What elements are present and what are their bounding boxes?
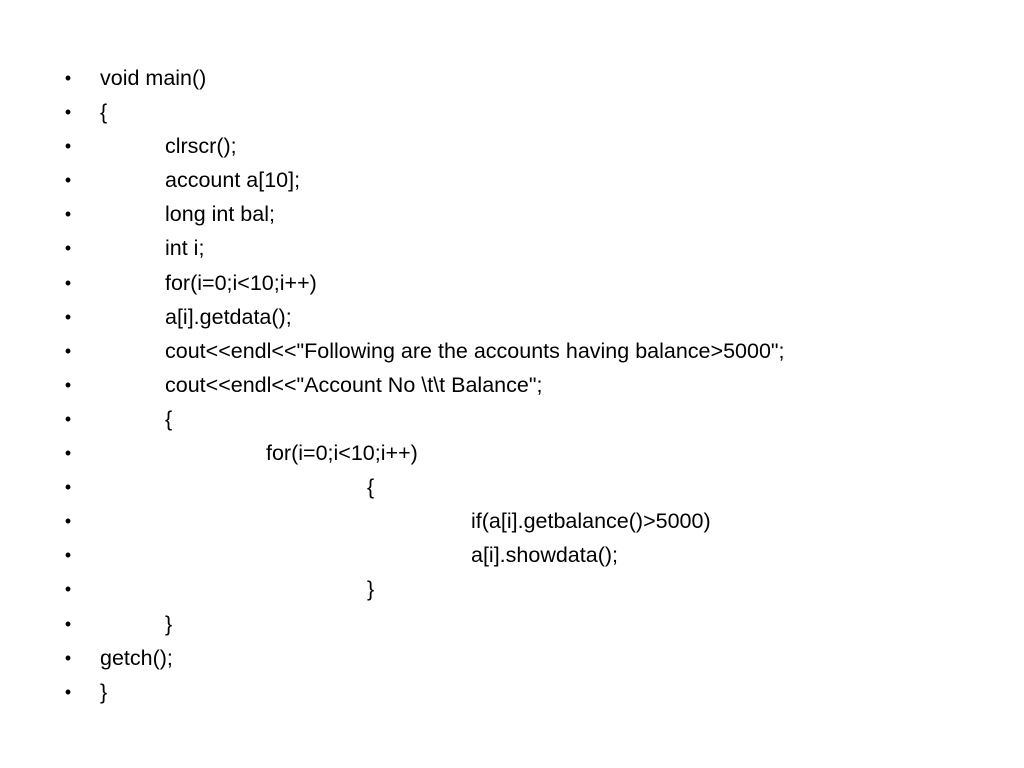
code-line-text: a[i].showdata(); (471, 543, 618, 568)
bullet-icon: • (64, 613, 72, 634)
code-line-text: { (100, 100, 108, 125)
code-line: • a[i].showdata(); (62, 538, 1002, 572)
bullet-icon: • (64, 681, 72, 702)
bullet-icon: • (64, 443, 72, 464)
code-line: •{ (62, 95, 1002, 129)
code-line-text: a[i].getdata(); (165, 304, 292, 329)
bullet-icon: • (64, 272, 72, 293)
code-line: • account a[10]; (62, 163, 1002, 197)
code-line: •{ (62, 402, 1002, 436)
code-line-text: { (367, 475, 375, 500)
code-line-text: clrscr(); (165, 134, 237, 159)
bullet-icon: • (64, 102, 72, 123)
code-line-text: { (165, 406, 173, 431)
code-line-text: for(i=0;i<10;i++) (165, 270, 317, 295)
code-line: • void main() (62, 61, 1002, 95)
code-line-text: } (100, 679, 108, 704)
code-line-text: } (165, 611, 173, 636)
bullet-icon: • (64, 136, 72, 157)
bullet-icon: • (64, 68, 72, 88)
bullet-icon: • (64, 170, 72, 191)
code-line-text: if(a[i].getbalance()>5000) (471, 509, 711, 534)
bullet-icon: • (64, 340, 72, 361)
code-line-text: cout<<endl<<"Following are the accounts … (165, 338, 785, 363)
code-line-text: account a[10]; (165, 168, 301, 193)
bullet-icon: • (64, 306, 72, 327)
bullet-icon: • (64, 408, 72, 429)
code-line: •} (62, 607, 1002, 641)
code-line-text: int i; (165, 236, 205, 261)
code-line-text: for(i=0;i<10;i++) (266, 441, 418, 466)
bullet-icon: • (64, 545, 72, 566)
code-line-text: } (367, 577, 375, 602)
bullet-icon: • (64, 374, 72, 395)
bullet-icon: • (64, 647, 72, 668)
code-line: • a[i].getdata(); (62, 300, 1002, 334)
code-line: •{ (62, 470, 1002, 504)
code-line: • cout<<endl<<"Following are the accounts… (62, 334, 1002, 368)
code-line-text: void main() (100, 66, 207, 90)
code-line: • for(i=0;i<10;i++) (62, 436, 1002, 470)
bullet-icon: • (64, 238, 72, 259)
bullet-icon: • (64, 511, 72, 532)
code-line: • clrscr(); (62, 129, 1002, 163)
code-line: • for(i=0;i<10;i++) (62, 266, 1002, 300)
code-line-text: long int bal; (165, 202, 275, 227)
code-line-text: getch(); (100, 645, 173, 670)
bullet-icon: • (64, 204, 72, 225)
code-line: • cout<<endl<<"Account No \t\t Balance"; (62, 368, 1002, 402)
bullet-icon: • (64, 579, 72, 600)
code-line: • int i; (62, 231, 1002, 265)
code-line-text: cout<<endl<<"Account No \t\t Balance"; (165, 372, 543, 397)
code-line: • getch(); (62, 641, 1002, 675)
code-line: • if(a[i].getbalance()>5000) (62, 504, 1002, 538)
code-line: • long int bal; (62, 197, 1002, 231)
code-line: •} (62, 675, 1002, 709)
code-line: •} (62, 572, 1002, 606)
bullet-icon: • (64, 477, 72, 498)
code-bullet-list: •void main()•{•clrscr();•account a[10];•… (62, 61, 1002, 709)
